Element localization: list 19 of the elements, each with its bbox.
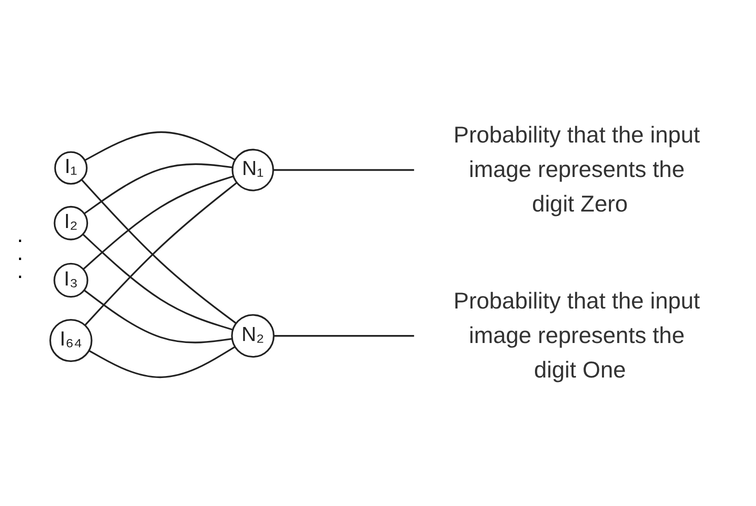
connector xyxy=(84,163,233,214)
node-circle: I₁ xyxy=(54,151,88,185)
connector xyxy=(84,290,232,344)
ellipsis-dot: . xyxy=(16,226,24,244)
connector xyxy=(88,346,236,378)
connector xyxy=(273,169,414,171)
connector xyxy=(82,175,234,270)
ellipsis-dot: . xyxy=(16,262,24,280)
node-circle: I₃ xyxy=(54,262,88,298)
node-circle: N₁ xyxy=(232,148,274,192)
connector xyxy=(84,131,236,162)
connector xyxy=(274,335,414,337)
node-circle: N₂ xyxy=(231,314,275,358)
node-text: Probability that the input image represents the digit Zero xyxy=(454,122,700,217)
node-circle: I₆₄ xyxy=(49,319,92,362)
connector xyxy=(82,234,234,331)
node-text: Probability that the input image represents the digit One xyxy=(454,288,700,382)
ellipsis-dot: . xyxy=(16,244,24,262)
node-circle: I₂ xyxy=(54,206,88,240)
